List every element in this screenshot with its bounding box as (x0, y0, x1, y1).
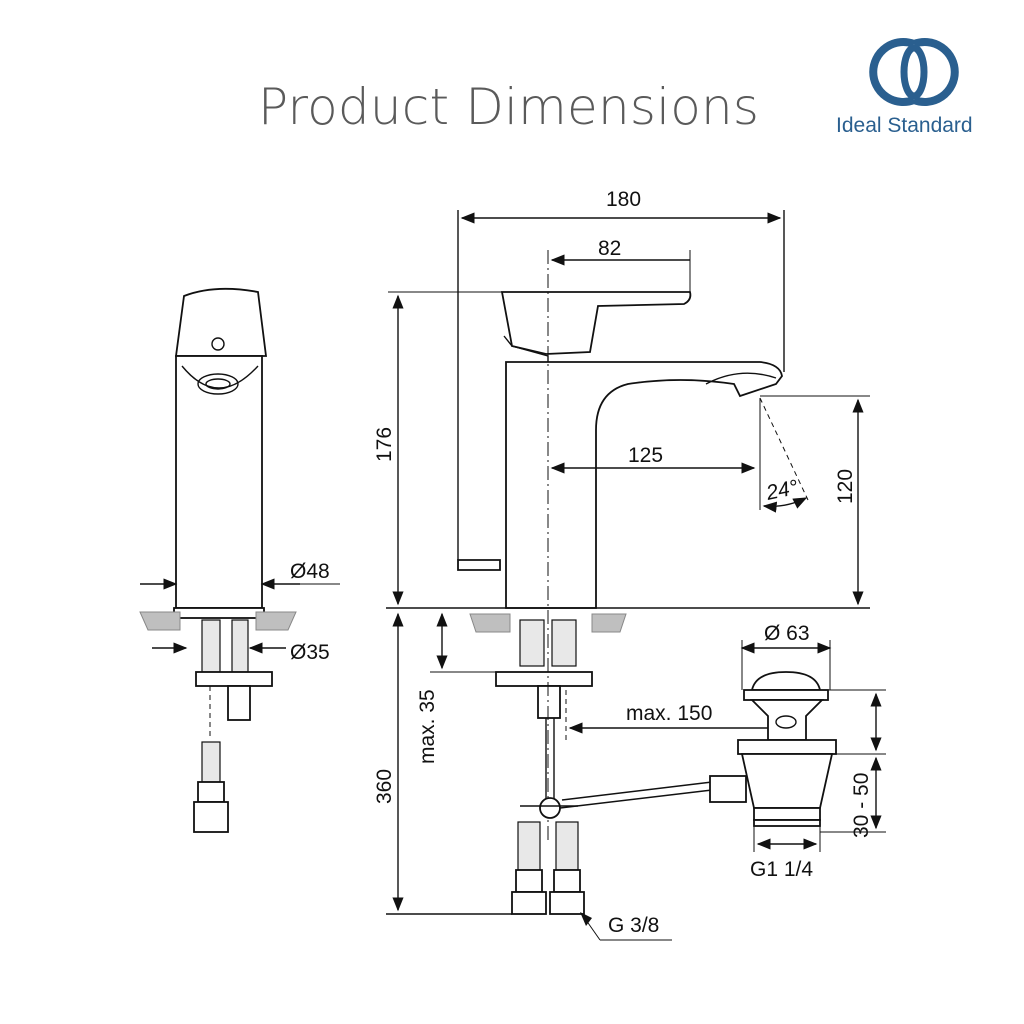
overall-width-label: 180 (606, 188, 641, 211)
waste-range-label: 30 - 50 (850, 773, 873, 838)
ideal-standard-logo-icon (869, 38, 959, 106)
spout-reach-label: 125 (628, 444, 663, 467)
pull-rod-label: max. 150 (626, 702, 712, 725)
spout-height-label: 120 (834, 469, 857, 504)
max-deck-label: max. 35 (416, 689, 439, 764)
waste-thread-label: G1 1/4 (750, 858, 813, 881)
side-view (139, 287, 340, 833)
page-title: Product Dimensions (258, 78, 760, 136)
overall-height-label: 176 (373, 427, 396, 462)
waste-assembly (709, 640, 886, 852)
below-deck-label: 360 (373, 769, 396, 804)
handle-width-label: 82 (598, 237, 621, 260)
hose-thread-label: G 3/8 (608, 914, 659, 937)
body-diameter-label: Ø48 (290, 560, 330, 583)
spray-angle-label: 24° (763, 476, 800, 505)
brand-name: Ideal Standard (836, 114, 973, 137)
front-view (386, 210, 870, 941)
waste-diameter-label: Ø 63 (764, 622, 810, 645)
shank-diameter-label: Ø35 (290, 641, 330, 664)
